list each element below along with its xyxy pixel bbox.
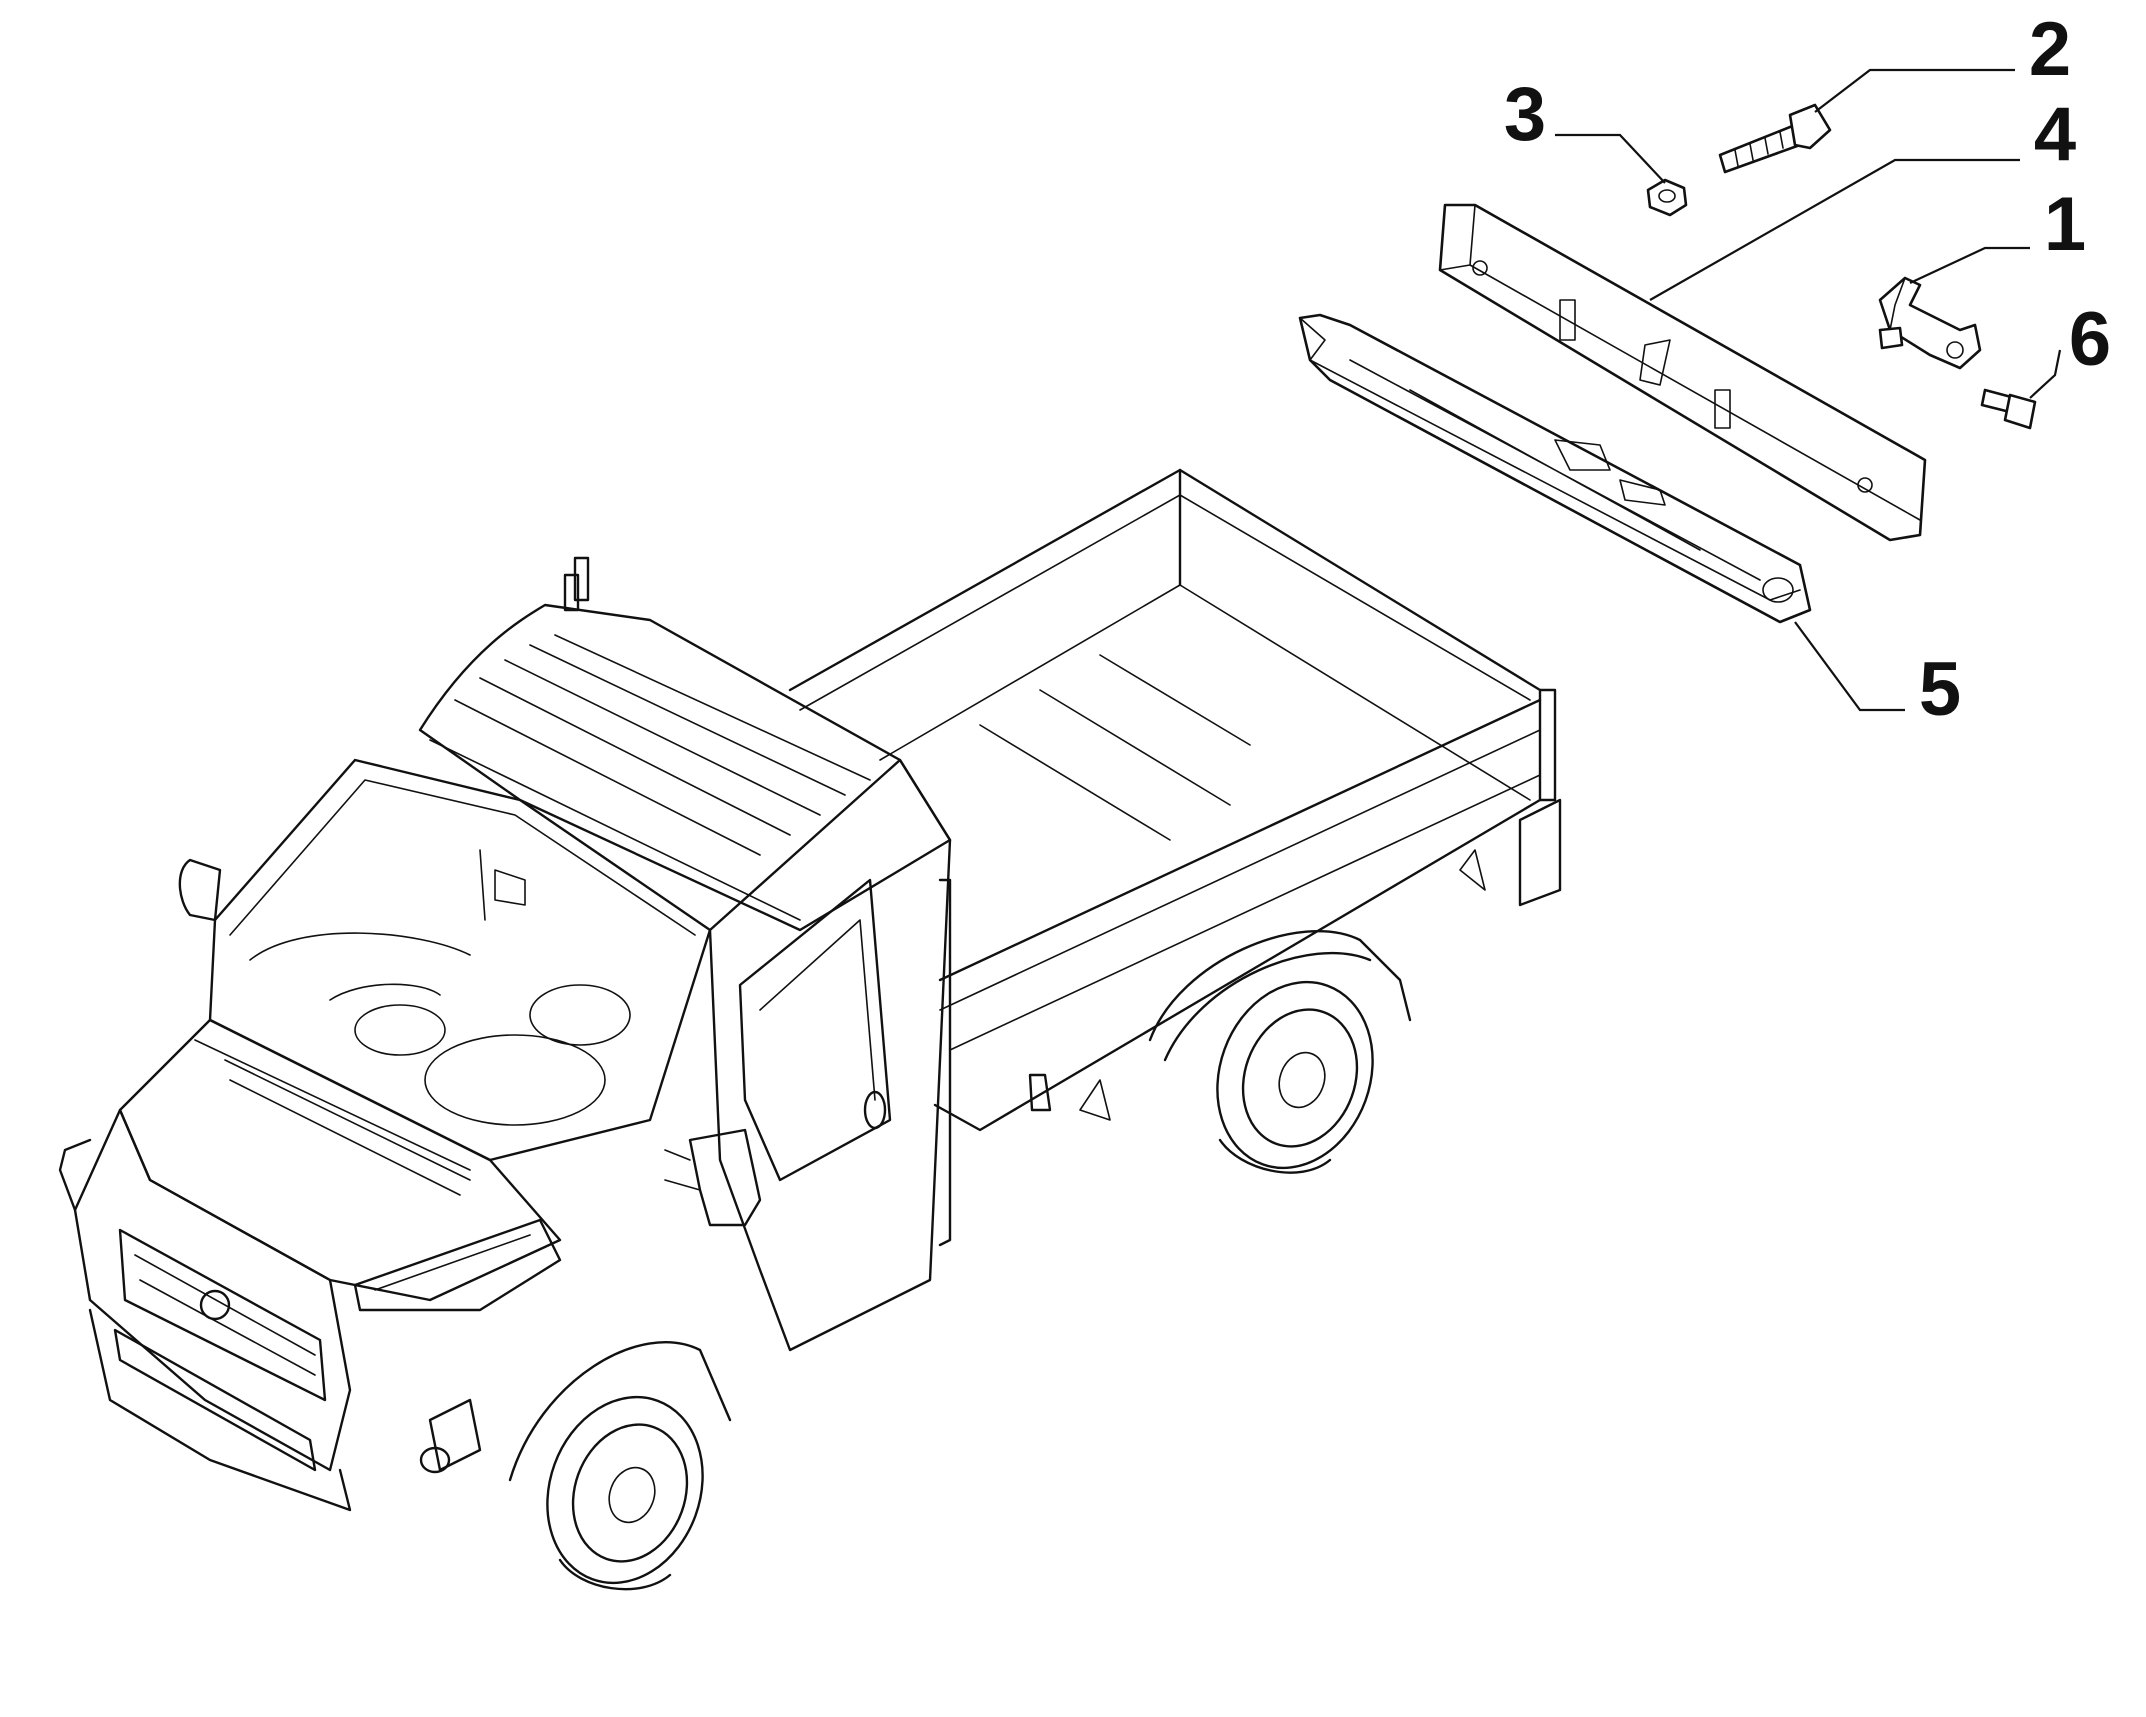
rear-wheel: [1148, 930, 1412, 1174]
leader-2: [1814, 68, 2015, 113]
part-3-nut: [1646, 178, 1688, 217]
cab: [58, 573, 952, 1512]
cargo-bed: [573, 468, 1562, 1132]
part-1-bracket: [1878, 276, 1982, 370]
leader-5: [1794, 621, 1905, 712]
callout-1: 1: [2044, 182, 2086, 267]
leader-lines: [1555, 68, 2062, 712]
leader-4: [1649, 158, 2020, 301]
leader-3: [1555, 133, 1666, 184]
truck-illustration: [58, 468, 1562, 1591]
part-4-cross-member: [1438, 203, 1927, 542]
front-wheel: [508, 1341, 732, 1591]
part-6-stud: [1980, 388, 2037, 430]
callout-4: 4: [2034, 92, 2076, 177]
callout-5: 5: [1919, 647, 1961, 732]
leader-6: [2029, 349, 2062, 399]
part-5-lower-rail: [1298, 313, 1812, 624]
callout-labels: 2 3 4 1 6 5: [1504, 7, 2111, 732]
callout-3: 3: [1504, 72, 1546, 157]
callout-2: 2: [2029, 7, 2071, 92]
part-2-bolt: [1718, 103, 1832, 174]
callout-6: 6: [2069, 297, 2111, 382]
leader-1: [1909, 246, 2030, 284]
